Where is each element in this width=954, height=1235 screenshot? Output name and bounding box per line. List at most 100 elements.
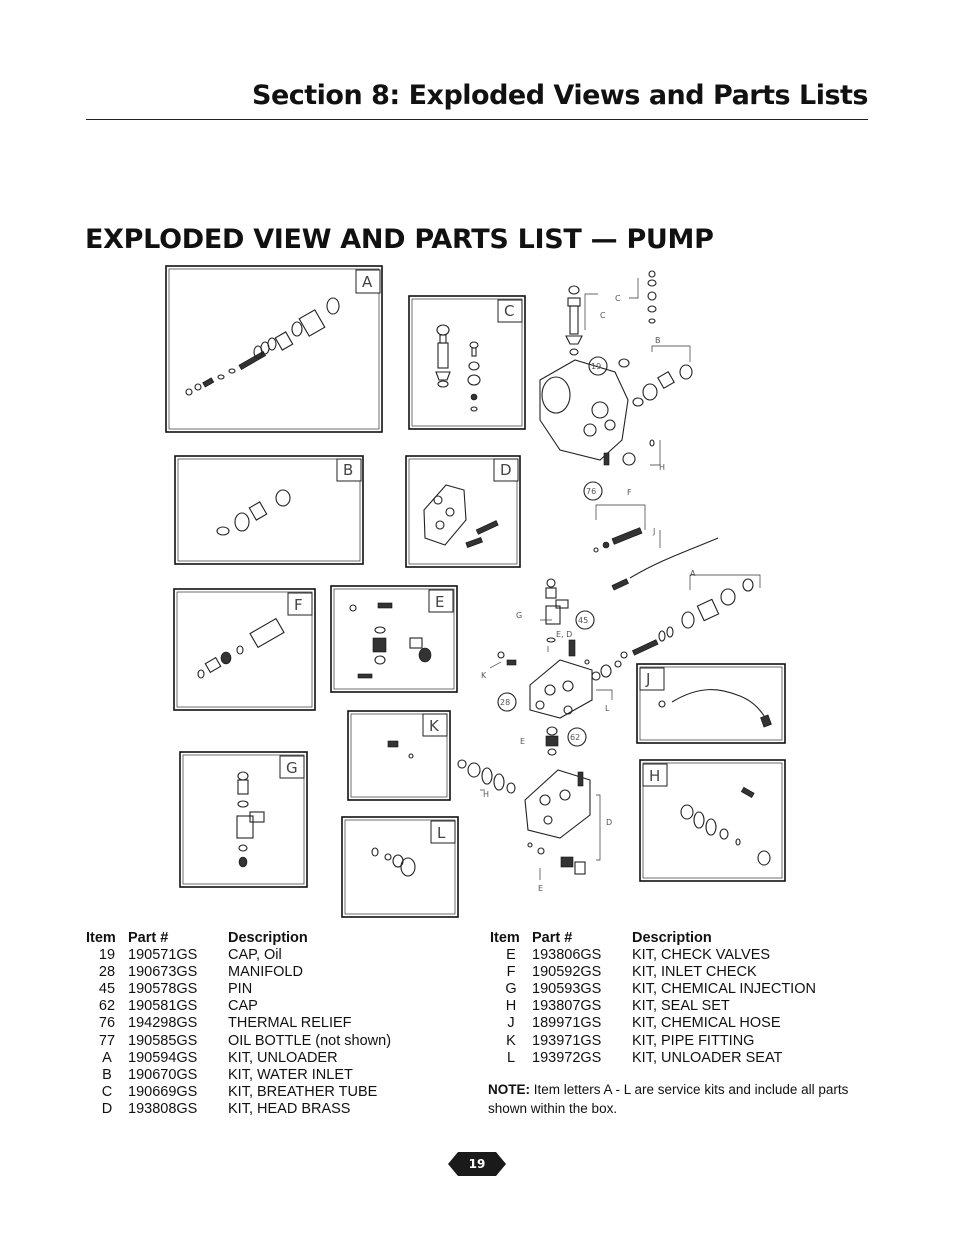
header-description: Description <box>632 929 712 946</box>
cell-part-number: 189971GS <box>532 1015 602 1032</box>
header-part: Part # <box>532 929 573 946</box>
kit-box-g: G <box>179 751 308 888</box>
page-heading: EXPLODED VIEW AND PARTS LIST — PUMP <box>85 224 714 255</box>
cell-item: 76 <box>98 1015 116 1032</box>
kit-label-h: H <box>649 767 660 785</box>
pointer-g: G <box>516 611 522 620</box>
cell-item: G <box>505 980 517 997</box>
table-row: L 193972GS KIT, UNLOADER SEAT <box>490 1049 816 1066</box>
note-text: Item letters A - L are service kits and … <box>488 1082 849 1116</box>
table-row: F 190592GS KIT, INLET CHECK <box>490 963 816 980</box>
table-row: 45 190578GS PIN <box>86 980 391 997</box>
kit-label-d: D <box>500 461 512 479</box>
callout-28: 28 <box>500 698 510 707</box>
cell-item: F <box>506 963 516 980</box>
cell-item: 77 <box>98 1032 116 1049</box>
table-row: A 190594GS KIT, UNLOADER <box>86 1049 391 1066</box>
cell-part-number: 190594GS <box>128 1049 198 1066</box>
cell-description: CAP <box>228 998 258 1015</box>
cell-item: K <box>506 1032 516 1049</box>
cell-description: THERMAL RELIEF <box>228 1015 352 1032</box>
header-description: Description <box>228 929 308 946</box>
kit-box-l: L <box>341 816 459 918</box>
table-row: B 190670GS KIT, WATER INLET <box>86 1066 391 1083</box>
pointer-c2: C <box>615 294 621 303</box>
kit-label-b: B <box>343 461 353 479</box>
callout-45: 45 <box>578 616 588 625</box>
cell-description: KIT, UNLOADER <box>228 1049 338 1066</box>
table-row: 76 194298GS THERMAL RELIEF <box>86 1015 391 1032</box>
cell-description: KIT, BREATHER TUBE <box>228 1084 378 1101</box>
cell-item: 62 <box>98 998 116 1015</box>
title-rule <box>86 119 868 120</box>
pump-assembly: 19 76 45 28 62 C C B H F J A G E, D K L … <box>457 270 761 893</box>
header-item: Item <box>490 929 520 946</box>
page-number-badge: 19 <box>448 1152 506 1176</box>
pointer-ed: E, D <box>556 630 572 639</box>
parts-table-right: Item Part # Description E 193806GS KIT, CH… <box>490 929 816 1066</box>
cell-part-number: 190669GS <box>128 1084 198 1101</box>
cell-description: KIT, PIPE FITTING <box>632 1032 755 1049</box>
kit-box-k: K <box>347 710 451 801</box>
cell-part-number: 190581GS <box>128 998 198 1015</box>
kit-box-c: C <box>408 295 526 430</box>
kit-label-k: K <box>429 717 440 735</box>
kit-box-e: E <box>330 585 458 693</box>
cell-item: B <box>102 1066 112 1083</box>
cell-part-number: 194298GS <box>128 1015 198 1032</box>
cell-description: KIT, SEAL SET <box>632 998 730 1015</box>
cell-description: KIT, CHECK VALVES <box>632 946 771 963</box>
table-row: D 193808GS KIT, HEAD BRASS <box>86 1101 391 1118</box>
cell-description: KIT, INLET CHECK <box>632 963 757 980</box>
cell-part-number: 190592GS <box>532 963 602 980</box>
cell-item: H <box>505 998 517 1015</box>
table-row: 77 190585GS OIL BOTTLE (not shown) <box>86 1032 391 1049</box>
kit-label-a: A <box>362 273 373 291</box>
kit-label-e: E <box>435 593 444 611</box>
cell-part-number: 193972GS <box>532 1049 602 1066</box>
cell-description: OIL BOTTLE (not shown) <box>228 1032 392 1049</box>
callout-19: 19 <box>591 362 601 371</box>
kit-box-f: F <box>173 588 316 711</box>
table-row: J 189971GS KIT, CHEMICAL HOSE <box>490 1015 816 1032</box>
cell-item: D <box>101 1101 113 1118</box>
cell-part-number: 193806GS <box>532 946 602 963</box>
cell-description: KIT, HEAD BRASS <box>228 1101 351 1118</box>
cell-part-number: 190578GS <box>128 980 198 997</box>
table-header-row: Item Part # Description <box>490 929 816 946</box>
kit-box-b: B <box>174 455 364 565</box>
cell-part-number: 190585GS <box>128 1032 198 1049</box>
cell-description: KIT, CHEMICAL HOSE <box>632 1015 781 1032</box>
cell-part-number: 190670GS <box>128 1066 198 1083</box>
cell-part-number: 193808GS <box>128 1101 198 1118</box>
cell-item: L <box>506 1049 516 1066</box>
parts-table-right-body: E 193806GS KIT, CHECK VALVES F 190592GS KIT, … <box>490 946 816 1066</box>
kit-box-j: J <box>636 663 786 744</box>
callout-62: 62 <box>570 733 580 742</box>
table-row: E 193806GS KIT, CHECK VALVES <box>490 946 816 963</box>
cell-description: KIT, WATER INLET <box>228 1066 353 1083</box>
cell-item: J <box>507 1015 515 1032</box>
cell-part-number: 190593GS <box>532 980 602 997</box>
pointer-e1: E <box>520 737 525 746</box>
cell-description: PIN <box>228 980 253 997</box>
cell-item: 19 <box>98 946 116 963</box>
pointer-e2: E <box>538 884 543 893</box>
pointer-k: K <box>481 671 487 680</box>
kit-label-l: L <box>437 824 446 842</box>
cell-description: KIT, UNLOADER SEAT <box>632 1049 783 1066</box>
cell-item: E <box>506 946 516 963</box>
cell-item: A <box>102 1049 112 1066</box>
cell-part-number: 190673GS <box>128 963 198 980</box>
cell-item: 45 <box>98 980 116 997</box>
pointer-d: D <box>606 818 612 827</box>
kit-label-g: G <box>286 759 298 777</box>
